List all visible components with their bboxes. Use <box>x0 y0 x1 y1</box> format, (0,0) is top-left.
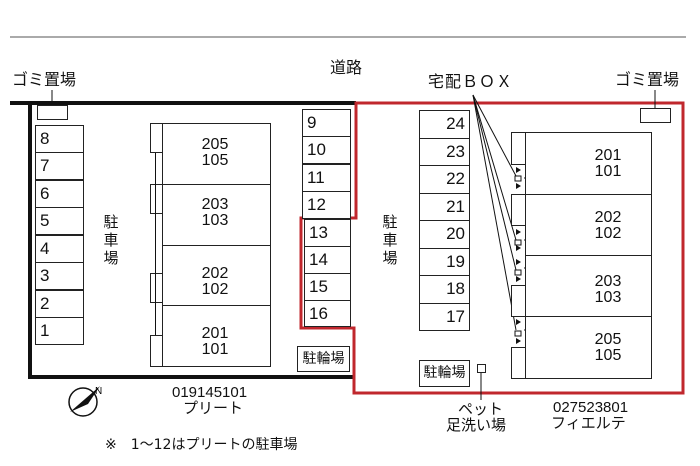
building-unit: 202 102 <box>525 194 652 256</box>
parking-spot: 17 <box>419 303 470 331</box>
pet-wash-station <box>477 364 486 373</box>
delivery-box-leaders <box>472 94 517 331</box>
garbage-right-label: ゴミ置場 <box>615 70 680 89</box>
svg-text:N: N <box>95 386 102 397</box>
building-unit: 205 105 <box>162 123 271 185</box>
unit-number: 203 <box>201 196 229 213</box>
parking-spot: 19 <box>419 248 470 277</box>
garbage-left-label: ゴミ置場 <box>12 70 77 89</box>
char: 駐 <box>103 213 119 231</box>
building-unit: 205 105 <box>525 316 652 379</box>
balcony <box>511 194 526 226</box>
pet-label-1: ペット <box>458 400 504 418</box>
parking-spot: 13 <box>304 219 351 247</box>
parking-spot: 15 <box>304 273 351 301</box>
garbage-right-box <box>640 108 671 123</box>
right-property-code: 027523801 <box>553 399 629 416</box>
right-property-name: フィエルテ <box>551 414 626 432</box>
balcony <box>150 184 163 214</box>
unit-number: 103 <box>594 289 622 306</box>
building-unit: 203 103 <box>162 184 271 246</box>
left-property-code: 019145101 <box>172 384 248 401</box>
char: 場 <box>103 249 119 267</box>
left-bicycle-parking: 駐輪場 <box>297 346 350 372</box>
footnote: ※ 1～12はプリートの駐車場 <box>105 437 298 453</box>
balcony <box>150 123 163 153</box>
unit-number: 105 <box>594 347 622 364</box>
garbage-left-box <box>37 105 68 120</box>
balcony <box>511 285 526 317</box>
parking-spot: 6 <box>35 180 84 208</box>
unit-number: 202 <box>594 209 622 226</box>
unit-number: 103 <box>201 212 229 229</box>
parking-spot: 24 <box>419 110 470 139</box>
unit-number: 202 <box>201 265 229 282</box>
parking-spot: 21 <box>419 193 470 222</box>
balcony <box>511 347 526 379</box>
parking-spot: 7 <box>35 152 84 180</box>
parking-spot: 20 <box>419 220 470 249</box>
delivery-boxes <box>514 175 522 337</box>
unit-number: 102 <box>594 225 622 242</box>
unit-number: 101 <box>201 341 229 358</box>
building-unit: 201 101 <box>162 305 271 367</box>
unit-number: 101 <box>594 163 622 180</box>
char: 場 <box>382 249 398 267</box>
parking-spot: 18 <box>419 275 470 304</box>
parking-spot: 3 <box>35 262 84 290</box>
building-unit: 201 101 <box>525 132 652 195</box>
char: 車 <box>103 231 119 249</box>
unit-number: 205 <box>594 331 622 348</box>
parking-spot: 8 <box>35 125 84 153</box>
left-parking-label: 駐 車 場 <box>103 213 119 267</box>
unit-number: 203 <box>594 273 622 290</box>
parking-spot: 4 <box>35 235 84 263</box>
parking-spot: 11 <box>302 164 351 192</box>
building-unit: 202 102 <box>162 245 271 306</box>
char: 車 <box>382 231 398 249</box>
unit-number: 105 <box>201 152 229 169</box>
left-boundary <box>10 101 356 379</box>
pet-label-2: 足洗い場 <box>446 416 507 434</box>
road-label: 道路 <box>330 58 363 77</box>
parking-spot: 5 <box>35 207 84 235</box>
char: 駐 <box>382 213 398 231</box>
left-property-name: プリート <box>183 399 244 417</box>
balcony <box>511 132 526 165</box>
parking-spot: 10 <box>302 136 351 164</box>
right-bicycle-parking: 駐輪場 <box>419 360 470 387</box>
parking-spot: 22 <box>419 165 470 194</box>
parking-spot: 14 <box>304 246 351 274</box>
compass-icon: N <box>68 386 102 417</box>
unit-number: 205 <box>201 136 229 153</box>
building-unit: 203 103 <box>525 255 652 317</box>
parking-spot: 1 <box>35 317 84 345</box>
right-entrance-markers <box>516 167 521 344</box>
parking-spot: 16 <box>304 300 351 327</box>
parking-spot: 12 <box>302 191 351 219</box>
balcony <box>150 335 163 367</box>
unit-number: 102 <box>201 281 229 298</box>
balcony <box>150 273 163 303</box>
delivery-box-label: 宅配ＢＯＸ <box>428 72 514 91</box>
unit-number: 201 <box>594 147 622 164</box>
right-parking-label: 駐 車 場 <box>382 213 398 267</box>
building-wall-line <box>155 153 156 335</box>
parking-spot: 2 <box>35 290 84 318</box>
parking-spot: 23 <box>419 138 470 167</box>
unit-number: 201 <box>201 325 229 342</box>
parking-spot: 9 <box>302 109 351 137</box>
